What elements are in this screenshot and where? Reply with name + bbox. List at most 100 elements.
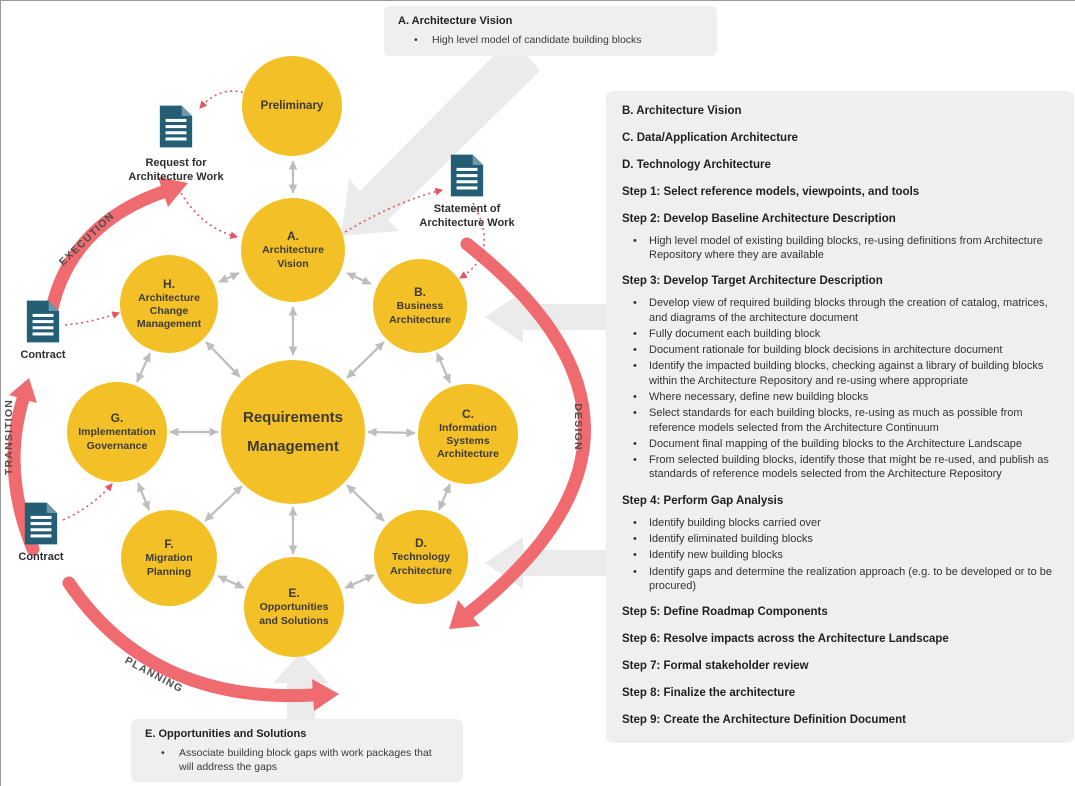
phase-letter: A. xyxy=(287,229,299,244)
phase-label: Change xyxy=(149,304,189,317)
panel-heading: Step 2: Develop Baseline Architecture De… xyxy=(622,212,896,225)
contract-top-document-label: Contract xyxy=(3,348,83,362)
planning-arc-head xyxy=(312,679,339,711)
phase-letter: C. xyxy=(462,406,474,421)
callout-architecture-vision: A. Architecture Vision High level model … xyxy=(384,6,717,56)
design-arc xyxy=(460,237,591,620)
panel-heading: Step 4: Perform Gap Analysis xyxy=(622,494,784,507)
phase-label: Systems xyxy=(446,434,490,447)
panel-bullet: Develop view of required building blocks… xyxy=(622,296,1056,325)
center-label: Management xyxy=(247,438,339,455)
document-label-line: Architecture Work xyxy=(128,171,224,184)
execution-arc-head xyxy=(158,177,188,207)
panel-bullet: Identify the impacted building blocks, c… xyxy=(622,359,1056,388)
cycle-arcs xyxy=(7,185,591,703)
panel-bullet: Document final mapping of the building b… xyxy=(622,437,1056,452)
phase-f-circle: F. Migration Planning xyxy=(121,510,217,606)
phase-label: Management xyxy=(136,318,202,330)
panel-heading: C. Data/Application Architecture xyxy=(622,131,798,144)
architecture-steps-panel: B. Architecture Vision C. Data/Applicati… xyxy=(606,91,1074,743)
phase-label: Technology xyxy=(391,551,451,564)
document-label-line: Architecture Work xyxy=(419,217,515,230)
phase-c-circle: C. Information Systems Architecture xyxy=(418,384,518,484)
contract-top-document-icon xyxy=(24,299,62,349)
request-document-label: Request for Architecture Work xyxy=(96,156,256,185)
contract-bottom-document-label: Contract xyxy=(1,550,81,564)
panel-bullet: High level model of existing building bl… xyxy=(622,234,1056,263)
panel-bullet: Identify eliminated building blocks xyxy=(622,532,1056,547)
phase-label: Architecture xyxy=(390,564,452,577)
execution-arc xyxy=(44,185,170,320)
phase-label: Architecture xyxy=(262,244,324,257)
panel-bullet: Fully document each building block xyxy=(622,327,1056,342)
requirements-management-circle: Requirements Management xyxy=(221,360,365,504)
step3-bullet-list: Develop view of required building blocks… xyxy=(622,296,1056,482)
phase-letter: G. xyxy=(110,411,124,426)
panel-bullet: Where necessary, define new building blo… xyxy=(622,390,1056,405)
phase-letter: B. xyxy=(414,285,426,300)
phase-label: Architecture xyxy=(389,313,451,326)
panel-bullet: Identify building blocks carried over xyxy=(622,516,1056,531)
phase-b-circle: B. Business Architecture xyxy=(373,259,467,353)
contract-to-h-connector xyxy=(64,311,121,326)
phase-label: Business xyxy=(396,300,444,313)
document-icon xyxy=(26,300,60,343)
panel-heading: Step 3: Develop Target Architecture Desc… xyxy=(622,275,883,288)
phase-e-circle: E. Opportunities and Solutions xyxy=(244,557,344,657)
panel-heading: Step 6: Resolve impacts across the Archi… xyxy=(622,633,949,646)
phase-label: Planning xyxy=(146,565,192,578)
phase-connectors xyxy=(135,160,452,590)
panel-heading: Step 8: Finalize the architecture xyxy=(622,687,796,700)
phase-label: Opportunities xyxy=(259,601,329,614)
document-icon xyxy=(450,154,484,197)
transition-arc-head xyxy=(9,378,37,403)
panel-bullet: Identify new building blocks xyxy=(622,548,1056,563)
phase-label: Architecture xyxy=(437,448,499,460)
phase-preliminary-circle: Preliminary xyxy=(242,56,342,156)
phase-label: Preliminary xyxy=(260,99,324,112)
phase-h-circle: H. Architecture Change Management xyxy=(120,255,218,353)
callout-bullet: High level model of candidate building b… xyxy=(398,34,703,48)
document-icon xyxy=(24,502,58,545)
phase-letter: D. xyxy=(415,536,427,551)
phase-g-circle: G. Implementation Governance xyxy=(67,382,167,482)
contract-to-g-connector xyxy=(62,483,113,521)
phase-label: Migration xyxy=(145,552,193,565)
panel-bullet: Select standards for each building block… xyxy=(622,406,1056,435)
design-ring-label: DESIGN xyxy=(572,403,584,451)
panel-heading: Step 9: Create the Architecture Definiti… xyxy=(622,713,906,726)
document-label-line: Contract xyxy=(18,551,64,563)
phase-label: Architecture xyxy=(138,291,200,304)
statement-document-label: Statement of Architecture Work xyxy=(387,202,547,231)
document-label-line: Request for xyxy=(145,157,207,169)
request-document-icon xyxy=(157,104,195,154)
statement-to-b-connector xyxy=(459,202,486,279)
phase-letter: E. xyxy=(288,586,300,601)
panel-bullet: Identify gaps and determine the realizat… xyxy=(622,565,1056,594)
document-icon xyxy=(159,105,193,148)
center-label: Requirements xyxy=(242,408,344,426)
document-label-line: Contract xyxy=(20,349,66,361)
panel-heading: Step 5: Define Roadmap Components xyxy=(622,606,828,619)
panel-heading: Step 7: Formal stakeholder review xyxy=(622,660,809,673)
document-connectors xyxy=(62,90,486,521)
phase-label: and Solutions xyxy=(259,614,329,627)
callout-opportunities-solutions: E. Opportunities and Solutions Associate… xyxy=(131,719,463,783)
top-callout-arrow xyxy=(341,37,540,236)
panel-bullet: From selected building blocks, identify … xyxy=(622,453,1056,482)
document-label-line: Statement of xyxy=(433,203,501,215)
request-to-a-connector xyxy=(180,192,239,239)
a-to-statement-connector xyxy=(344,187,444,233)
transition-ring-label: TRANSITION xyxy=(3,398,15,476)
panel-heading: B. Architecture Vision xyxy=(622,105,742,117)
design-arc-head xyxy=(449,600,480,629)
phase-a-circle: A. Architecture Vision xyxy=(241,198,345,302)
cycle-arc-heads xyxy=(9,177,480,711)
preliminary-to-request-connector xyxy=(199,90,249,109)
step4-bullet-list: Identify building blocks carried over Id… xyxy=(622,516,1056,593)
phase-label: Governance xyxy=(86,439,148,452)
callout-title: A. Architecture Vision xyxy=(398,15,513,27)
panel-heading: D. Technology Architecture xyxy=(622,158,771,171)
